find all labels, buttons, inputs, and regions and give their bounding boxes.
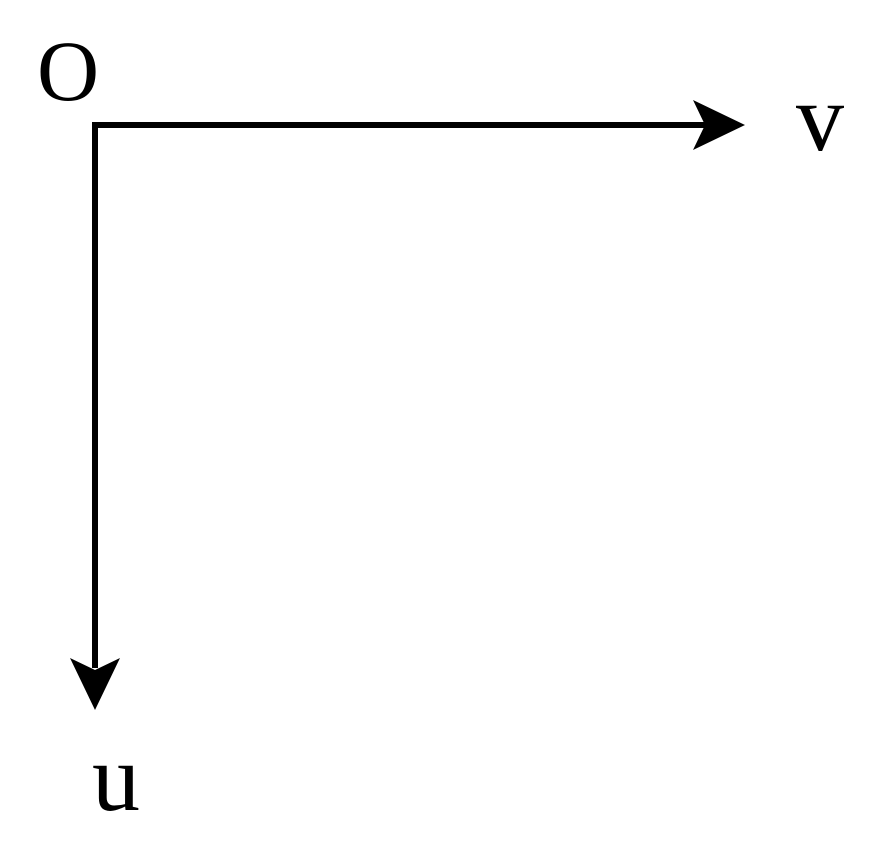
u-axis-arrowhead: [70, 658, 120, 710]
u-axis-label: u: [92, 724, 140, 831]
v-axis-label: v: [796, 64, 844, 171]
origin-label: O: [37, 23, 99, 119]
v-axis-arrowhead: [693, 100, 745, 150]
